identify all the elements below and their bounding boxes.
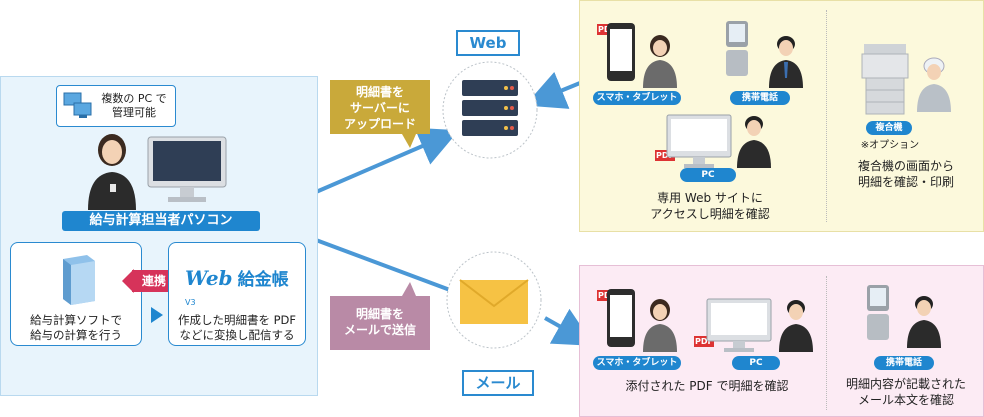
upload-line2: サーバーに: [350, 101, 410, 115]
flow-triangle-icon: [151, 307, 163, 323]
mail-callout: 明細書を メールで送信: [330, 306, 430, 338]
software-line1: 給与計算ソフトで: [30, 313, 122, 327]
mail-envelope-icon: [446, 251, 542, 349]
mail-body-line2: メール本文を確認: [857, 393, 954, 407]
pc-pill: PC: [680, 168, 736, 182]
pc-monitor-icon: [706, 298, 772, 352]
pc-pill: PC: [732, 356, 780, 370]
bubble-line1: 複数の PC で: [101, 92, 167, 105]
logo-version-text: V3: [185, 298, 196, 307]
software-line2: 給与の計算を行う: [30, 328, 122, 342]
staff-person-icon: [88, 134, 136, 210]
mail-callout-line2: メールで送信: [343, 323, 416, 337]
bubble-line2: 管理可能: [112, 106, 156, 119]
bottom-panel-divider: [826, 276, 827, 410]
web-access-caption: 専用 Web サイトに アクセスし明細を確認: [600, 190, 820, 222]
upload-line1: 明細書を: [355, 85, 404, 99]
flip-phone-icon: [867, 285, 889, 340]
flip-phone-icon: [726, 21, 748, 76]
multi-pc-bubble: 複数の PC で 管理可能: [56, 85, 176, 127]
mail-body-caption: 明細内容が記載された メール本文を確認: [836, 376, 976, 408]
top-panel-divider: [826, 10, 827, 222]
attach-caption: 添付された PDF で明細を確認: [625, 379, 789, 393]
smartphone-icon: [607, 23, 635, 81]
web-line1: 作成した明細書を PDF: [177, 313, 297, 327]
mobile-pill: 携帯電話: [874, 356, 934, 370]
mail-body-line1: 明細内容が記載された: [845, 377, 966, 391]
multi-pc-icon: [63, 92, 92, 118]
pdf-icon: PDF: [694, 336, 714, 347]
web-kyukincho-card: Web 給金帳 V3 作成した明細書を PDF などに変換し配信する: [168, 242, 306, 346]
smartphone-pill: スマホ・タブレット: [593, 91, 681, 105]
software-box-icon: [63, 255, 95, 305]
web-access-line1: 専用 Web サイトに: [657, 191, 763, 205]
upload-line3: アップロード: [343, 117, 416, 131]
woman-icon: [643, 299, 677, 352]
upload-callout-shape: [330, 80, 430, 148]
mfp-line2: 明細を確認・印刷: [857, 175, 954, 189]
logo-name-text: 給金帳: [237, 270, 289, 290]
mfp-option: ※オプション: [860, 140, 920, 151]
mfp-pill: 複合機: [866, 121, 912, 135]
payroll-software-card: 給与計算ソフトで 給与の計算を行う: [10, 242, 142, 346]
payroll-pc-label: 給与計算担当者パソコン: [62, 211, 260, 231]
server-icon: [442, 61, 538, 159]
woman-icon: [643, 35, 677, 88]
arrow-to-mail: [315, 238, 451, 292]
mfp-printer-icon: [861, 44, 909, 115]
web-line2: などに変換し配信する: [179, 328, 295, 342]
monitor-icon: [147, 136, 227, 202]
mail-label: メール: [462, 370, 534, 396]
pdf-icon: PDF: [655, 150, 675, 161]
mail-callout-line1: 明細書を: [355, 307, 404, 321]
smartphone-icon: [607, 289, 635, 347]
mobile-pill: 携帯電話: [730, 91, 790, 105]
upload-callout: 明細書を サーバーに アップロード: [330, 84, 430, 132]
arrow-to-server: [315, 127, 460, 194]
mfp-caption: 複合機の画面から 明細を確認・印刷: [836, 158, 976, 190]
web-access-line2: アクセスし明細を確認: [650, 207, 770, 221]
arrow-mail-to-panel: [544, 308, 595, 346]
logo-web-text: Web: [185, 266, 233, 290]
web-label: Web: [456, 30, 520, 56]
man-icon: [769, 36, 803, 88]
link-badge: 連携: [132, 270, 176, 292]
pc-monitor-icon: [666, 114, 732, 168]
man-icon: [907, 296, 941, 348]
web-kyukincho-logo: Web 給金帳 V3: [185, 265, 295, 307]
mfp-line1: 複合機の画面から: [857, 159, 954, 173]
mail-callout-shape: [330, 282, 430, 350]
man-icon: [779, 300, 813, 352]
worker-icon: [917, 57, 951, 112]
man-icon: [737, 116, 771, 168]
arrow-panel-to-server: [524, 71, 581, 109]
smartphone-pill: スマホ・タブレット: [593, 356, 681, 370]
